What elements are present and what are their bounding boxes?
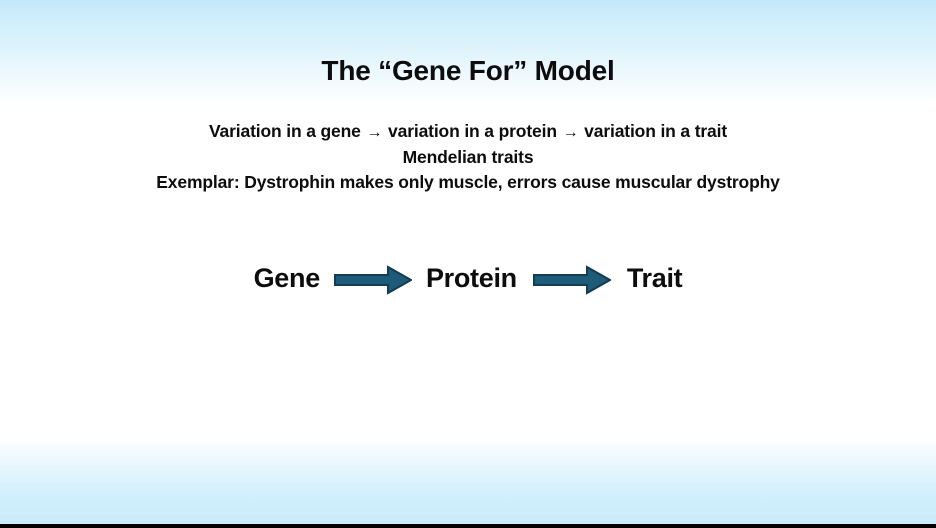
- arrow-gene-to-protein-icon: [333, 264, 412, 295]
- bottom-black-bar: [0, 524, 936, 528]
- gene-protein-trait-diagram: Gene Protein Trait: [0, 258, 936, 298]
- background-gradient-top: [0, 0, 936, 104]
- flow-node-gene: Gene: [253, 263, 321, 293]
- body-line-1-segment-3: variation in a trait: [584, 121, 728, 141]
- right-arrow-icon: →: [562, 124, 579, 141]
- body-line-3: Exemplar: Dystrophin makes only muscle, …: [156, 172, 780, 192]
- body-line-1: Variation in a gene → variation in a pro…: [0, 119, 936, 145]
- body-line-1-segment-2: variation in a protein: [388, 121, 557, 141]
- body-text-block: Variation in a gene → variation in a pro…: [0, 119, 936, 195]
- slide-title: The “Gene For” Model: [321, 55, 615, 86]
- flow-node-trait: Trait: [626, 263, 683, 293]
- arrow-protein-to-trait-icon: [532, 264, 611, 295]
- background-gradient-bottom: [0, 438, 936, 524]
- flow-node-protein: Protein: [425, 263, 517, 293]
- right-arrow-icon: →: [366, 124, 383, 141]
- body-line-1-segment-1: Variation in a gene: [208, 121, 361, 141]
- body-line-2: Mendelian traits: [402, 147, 534, 167]
